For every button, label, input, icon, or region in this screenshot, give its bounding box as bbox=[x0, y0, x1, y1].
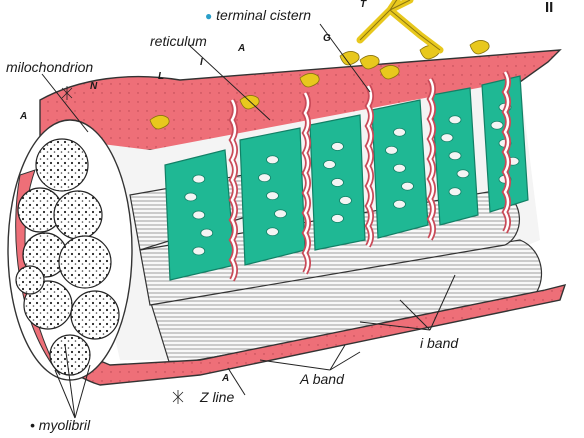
myofibril-circle bbox=[54, 191, 102, 239]
mark-n: N bbox=[90, 82, 97, 92]
reticulum-fenestration bbox=[394, 164, 406, 172]
label-terminal-cistern: ● terminal cistern bbox=[205, 8, 311, 22]
bullet-icon: ● bbox=[205, 9, 212, 23]
reticulum-fenestration bbox=[441, 134, 453, 142]
myofibril-text: myolibril bbox=[39, 417, 90, 433]
reticulum-fenestration bbox=[193, 211, 205, 219]
reticulum-fenestration bbox=[267, 192, 279, 200]
tubule-opening bbox=[470, 40, 489, 54]
reticulum-fenestration bbox=[267, 156, 279, 164]
label-i-band: i band bbox=[420, 336, 458, 350]
label-myofibril: • myolibril bbox=[30, 418, 90, 432]
reticulum-fenestration bbox=[185, 193, 197, 201]
terminal-cistern-text: terminal cistern bbox=[216, 7, 311, 23]
reticulum-fenestration bbox=[332, 179, 344, 187]
reticulum-fenestration bbox=[449, 116, 461, 124]
reticulum-fenestration bbox=[394, 200, 406, 208]
myofibril-circle bbox=[36, 139, 88, 191]
tubule-opening bbox=[340, 51, 359, 65]
myofibril-circle bbox=[59, 236, 111, 288]
mark-t: T bbox=[360, 0, 366, 10]
reticulum-fenestration bbox=[193, 247, 205, 255]
reticulum-fenestration bbox=[394, 128, 406, 136]
reticulum-fenestration bbox=[449, 152, 461, 160]
mark-l: L bbox=[158, 72, 164, 82]
mark-a-top: A bbox=[238, 44, 245, 54]
reticulum-fenestration bbox=[193, 175, 205, 183]
label-mitochondrion: milochondrion bbox=[6, 60, 93, 74]
reticulum-fenestration bbox=[457, 170, 469, 178]
reticulum-fenestration bbox=[259, 174, 271, 182]
reticulum-fenestration bbox=[386, 146, 398, 154]
myofibril-circle bbox=[50, 335, 90, 375]
corner-mark: II bbox=[545, 0, 553, 15]
reticulum-fenestration bbox=[491, 121, 503, 129]
t-tubule-branch bbox=[360, 0, 440, 50]
label-z-line: Z line bbox=[200, 390, 234, 404]
reticulum-fenestration bbox=[332, 215, 344, 223]
reticulum-fenestration bbox=[332, 143, 344, 151]
bullet-icon: • bbox=[30, 417, 35, 433]
mark-a-left: A bbox=[20, 112, 27, 122]
reticulum-fenestration bbox=[275, 210, 287, 218]
label-reticulum: reticulum bbox=[150, 34, 207, 48]
mark-i: I bbox=[200, 58, 203, 68]
myofibril-circle bbox=[71, 291, 119, 339]
reticulum-fenestration bbox=[402, 182, 414, 190]
mark-a-bottom: A bbox=[222, 374, 229, 384]
reticulum-fenestration bbox=[267, 228, 279, 236]
label-a-band: A band bbox=[300, 372, 344, 386]
reticulum-fenestration bbox=[449, 188, 461, 196]
reticulum-fenestration bbox=[324, 161, 336, 169]
reticulum-fenestration bbox=[340, 197, 352, 205]
myofibril-circle bbox=[16, 266, 44, 294]
mark-g: G bbox=[323, 34, 331, 44]
reticulum-fenestration bbox=[201, 229, 213, 237]
